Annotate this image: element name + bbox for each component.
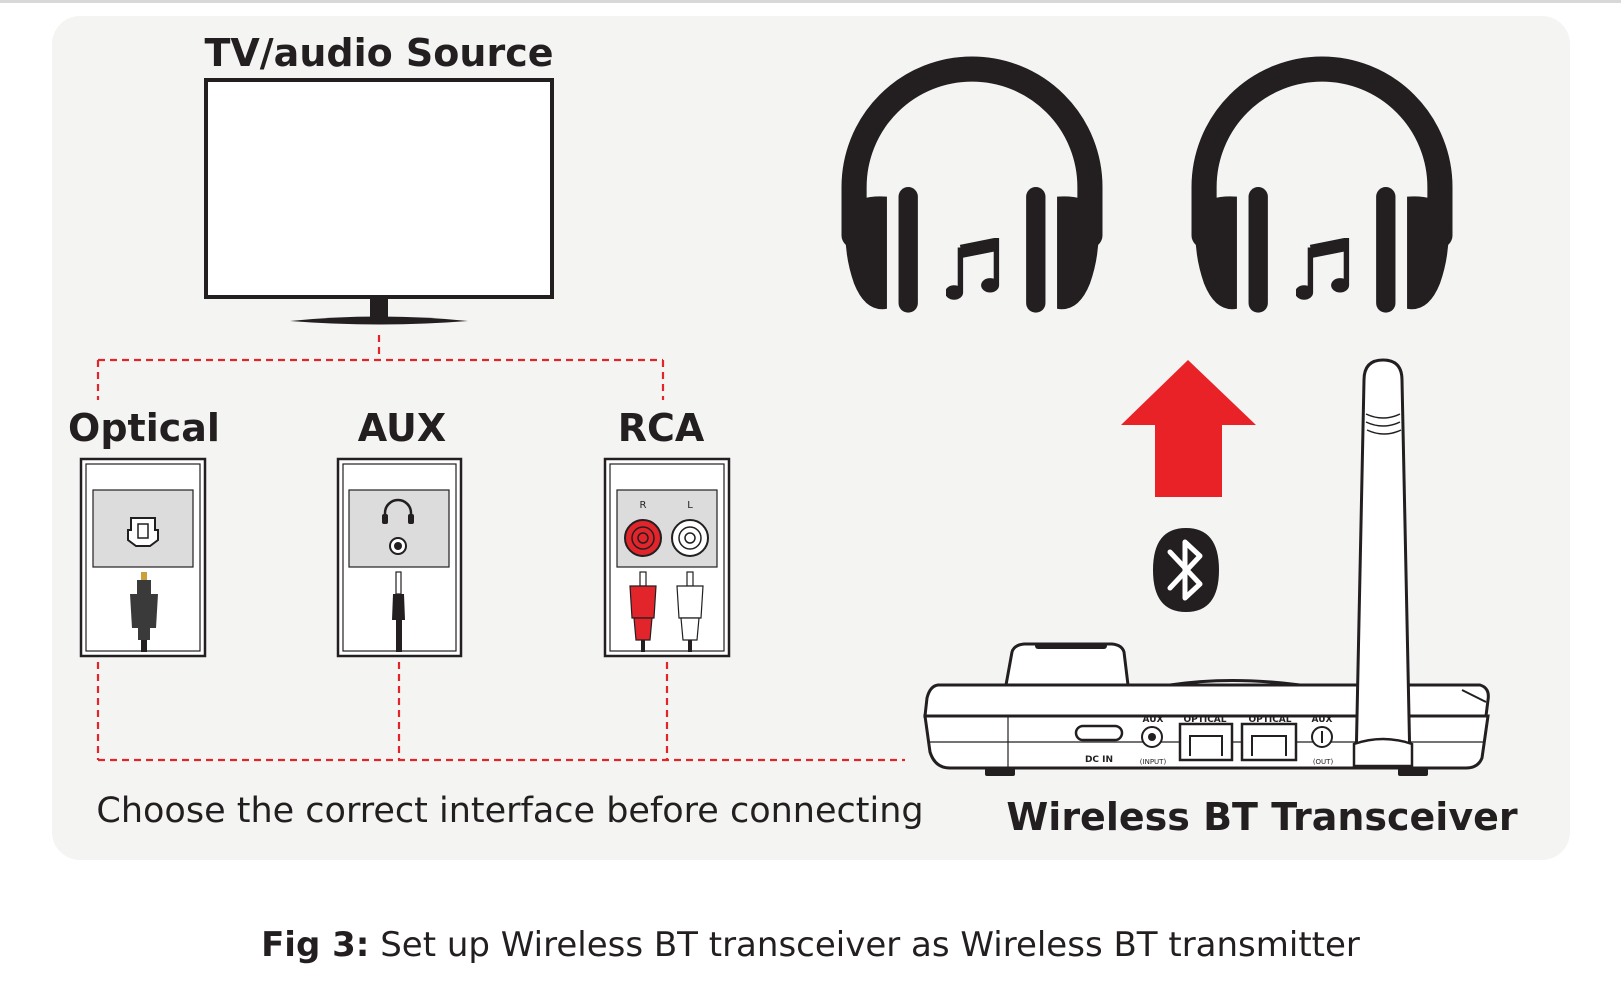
- port-label-optical: Optical: [68, 406, 220, 450]
- figure-caption: Fig 3: Set up Wireless BT transceiver as…: [0, 925, 1621, 965]
- rca-left-label: L: [687, 500, 693, 511]
- caption-text: Set up Wireless BT transceiver as Wirele…: [380, 925, 1360, 965]
- device-port-aux-out: AUX: [1312, 715, 1333, 725]
- connection-lines: [96, 335, 905, 762]
- bluetooth-icon: [1153, 528, 1219, 612]
- optical-port-icon: [127, 517, 159, 547]
- tv-source-title: TV/audio Source: [204, 31, 553, 75]
- device-port-aux-in-sub: (INPUT): [1140, 758, 1167, 766]
- optical-port-box: [79, 457, 207, 658]
- device-port-aux-out-sub: (OUT): [1313, 758, 1334, 766]
- aux-port-box: [336, 457, 463, 658]
- caption-prefix: Fig 3:: [261, 925, 370, 965]
- device-port-optical-in: OPTICAL: [1183, 715, 1226, 725]
- port-label-aux: AUX: [358, 406, 446, 450]
- tv-icon: [204, 78, 554, 325]
- device-label: Wireless BT Transceiver: [1006, 795, 1517, 839]
- headphone-jack-icon: [382, 498, 414, 555]
- rca-port-box: R L: [603, 457, 731, 658]
- rca-plugs: [629, 571, 704, 652]
- aux-plug: [392, 571, 405, 652]
- rca-right-label: R: [640, 500, 647, 511]
- device-port-optical-out: OPTICAL: [1248, 715, 1291, 725]
- antenna-icon: [1352, 358, 1414, 768]
- optical-plug: [130, 572, 158, 652]
- port-label-rca: RCA: [618, 406, 705, 450]
- arrow-up-icon: [1121, 360, 1256, 497]
- instruction-text: Choose the correct interface before conn…: [96, 791, 923, 831]
- rca-jack-icon: [624, 519, 709, 557]
- device-port-aux-in: AUX: [1143, 715, 1164, 725]
- transceiver-device: DC IN AUX (INPUT) OPTICAL OPTICAL AUX (O…: [923, 642, 1490, 776]
- device-port-dc-in: DC IN: [1085, 755, 1113, 765]
